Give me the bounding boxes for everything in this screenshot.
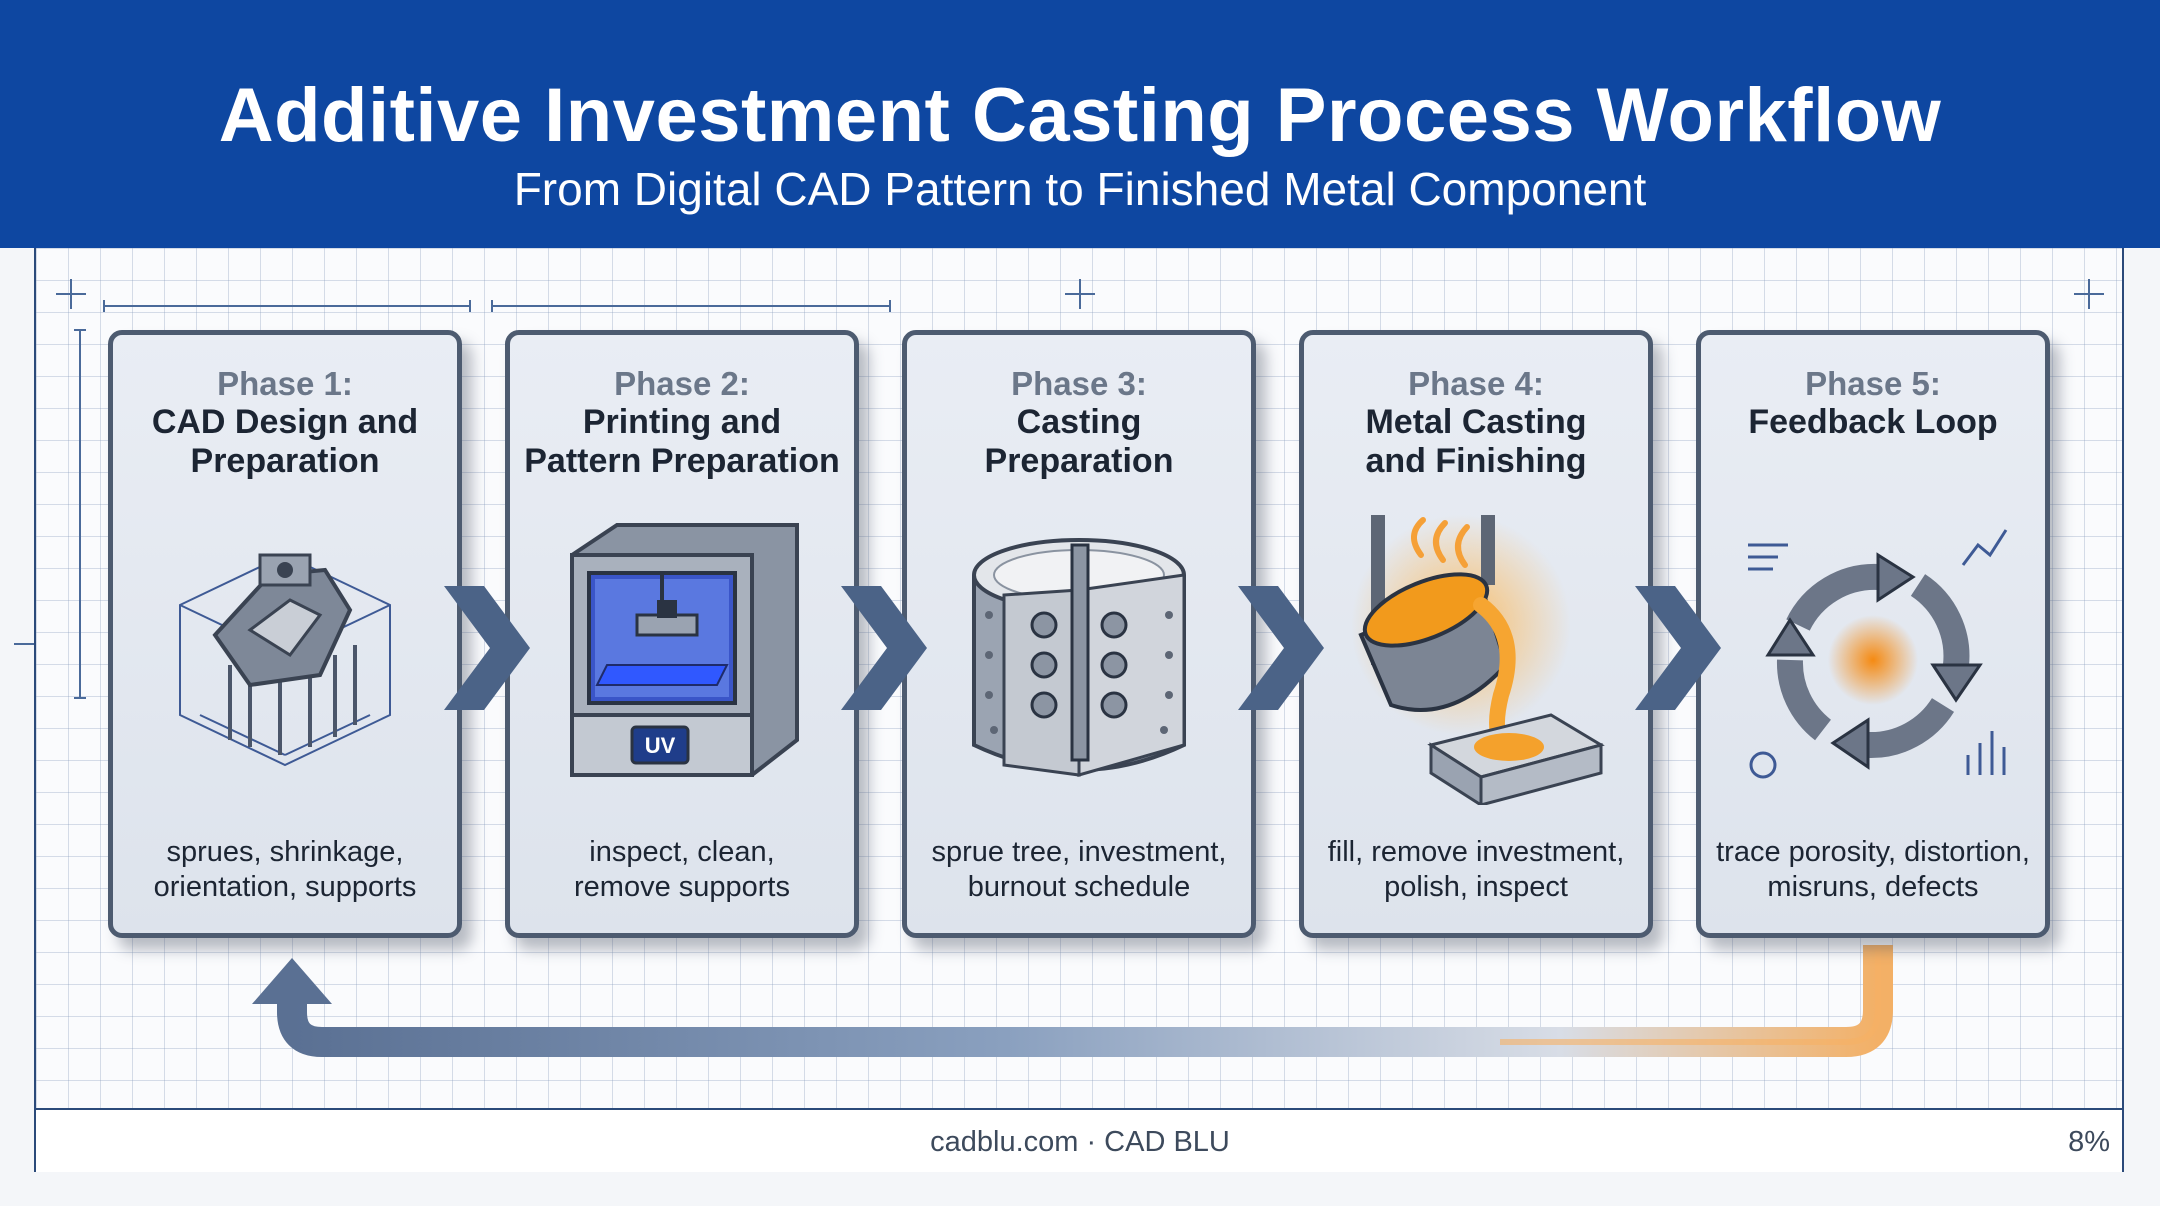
phase-label: Phase 1:: [217, 365, 353, 402]
investment-flask-icon: [972, 538, 1186, 777]
footer-credit: cadblu.com · CAD BLU: [930, 1126, 1230, 1158]
cad-model-icon: [179, 553, 391, 767]
page-title: Additive Investment Casting Process Work…: [218, 73, 1942, 158]
phase-title: Feedback Loop: [1748, 403, 1998, 441]
phase-card-3: Phase 3: Casting Preparation sprue tree,…: [902, 330, 1256, 938]
phase-description: sprue tree, investment, burnout schedule: [931, 836, 1227, 903]
chevron-right-icon: [841, 586, 927, 710]
header-banner: [0, 0, 2160, 248]
phase-description: inspect, clean, remove supports: [574, 836, 790, 903]
phase-description: trace porosity, distortion, misruns, def…: [1716, 836, 2030, 903]
printer-badge: UV: [645, 733, 676, 758]
page-subtitle: From Digital CAD Pattern to Finished Met…: [513, 163, 1647, 215]
phase-label: Phase 4:: [1408, 365, 1544, 402]
phase-title: Metal Casting and Finishing: [1365, 403, 1587, 480]
phase-label: Phase 2:: [614, 365, 750, 402]
chevron-right-icon: [444, 586, 530, 710]
phase-card-2: Phase 2: Printing and Pattern Preparatio…: [505, 330, 859, 938]
feedback-cycle-icon: [1748, 529, 2008, 779]
phase-title: Casting Preparation: [984, 403, 1174, 480]
phase-description: sprues, shrinkage, orientation, supports: [153, 836, 417, 903]
phase-title: Printing and Pattern Preparation: [524, 403, 840, 480]
chevron-right-icon: [1238, 586, 1324, 710]
phase-label: Phase 3:: [1011, 365, 1147, 402]
phase-description: fill, remove investment, polish, inspect: [1327, 836, 1625, 903]
zoom-level: 8%: [2068, 1126, 2110, 1158]
3d-printer-icon: UV: [570, 523, 799, 777]
blueprint-marks: [14, 279, 2104, 1172]
phase-label: Phase 5:: [1805, 365, 1941, 402]
phase-card-1: Phase 1: CAD Design and Preparation spru…: [108, 330, 462, 938]
phase-card-5: Phase 5: Feedback Loop trace: [1696, 330, 2050, 938]
footer-bar: [36, 1108, 2122, 1172]
phase-card-4: Phase 4: Metal Casting and Finishing fil…: [1299, 330, 1653, 938]
chevron-right-icon: [1635, 586, 1721, 710]
pouring-ladle-icon: [1351, 515, 1605, 805]
phase-title: CAD Design and Preparation: [151, 403, 419, 480]
